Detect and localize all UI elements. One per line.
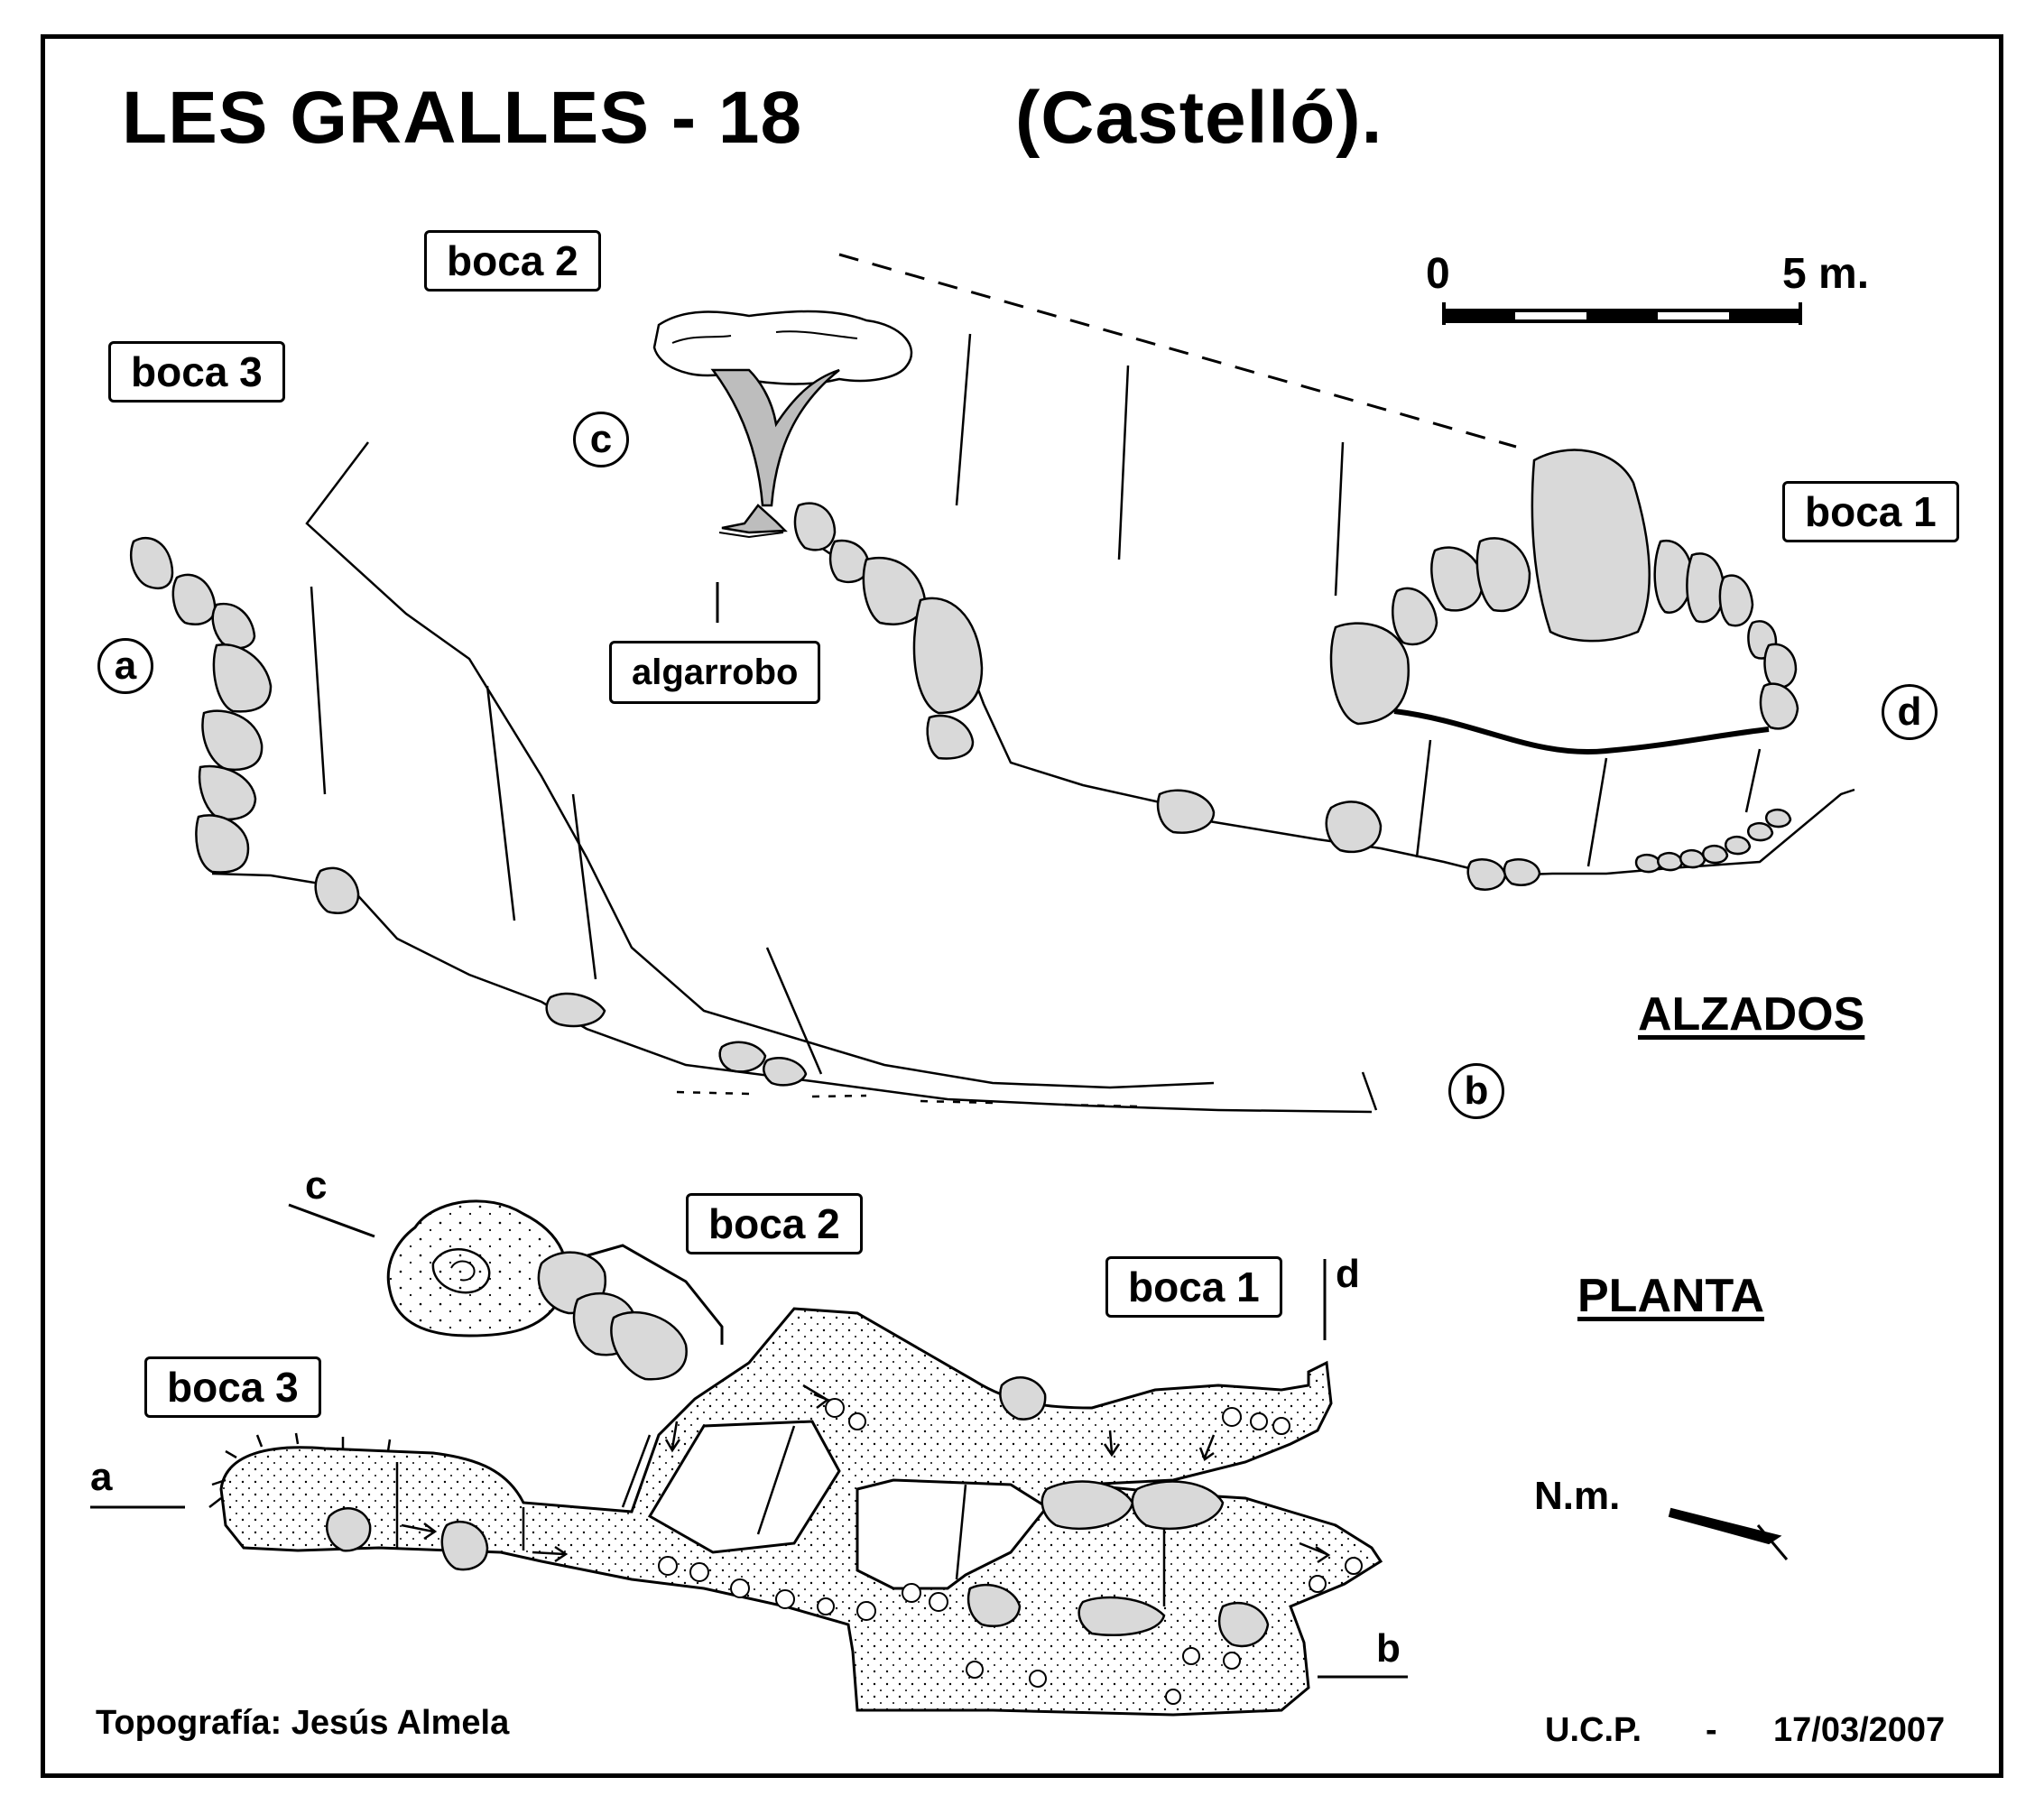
alzados-boca-2-label: boca 2: [424, 230, 601, 292]
planta-cut-c: c: [305, 1163, 328, 1208]
north-label: N.m.: [1534, 1474, 1621, 1518]
survey-date: 17/03/2007: [1773, 1711, 1946, 1749]
planta-cut-b: b: [1376, 1626, 1401, 1671]
map-region: (Castelló).: [1015, 77, 1383, 159]
planta-boca-3-label: boca 3: [144, 1356, 321, 1418]
point-b-marker: b: [1448, 1063, 1504, 1119]
planta-boca-2-label: boca 2: [686, 1193, 863, 1254]
scale-bar: [1442, 302, 1802, 325]
plan-section: [90, 1199, 1789, 1717]
scale-end-label: 5 m.: [1782, 250, 1870, 298]
author-credit: Topografía: Jesús Almela: [96, 1704, 510, 1742]
scale-start-label: 0: [1426, 250, 1450, 298]
point-a-marker: a: [97, 638, 153, 694]
map-frame: [41, 34, 2003, 1778]
tree-label: algarrobo: [609, 641, 821, 704]
planta-heading: PLANTA: [1577, 1270, 1765, 1322]
planta-boca-1-label: boca 1: [1105, 1256, 1282, 1318]
group-name: U.C.P.: [1545, 1711, 1642, 1749]
alzados-boca-3-label: boca 3: [108, 341, 285, 403]
alzados-boca-1-label: boca 1: [1782, 481, 1959, 542]
carob-tree-icon: [652, 310, 913, 623]
footer-separator: -: [1706, 1711, 1717, 1749]
point-d-marker: d: [1882, 684, 1938, 740]
alzados-heading: ALZADOS: [1638, 988, 1865, 1041]
planta-cut-a: a: [90, 1455, 113, 1499]
north-arrow-icon: [1668, 1507, 1789, 1560]
planta-cut-d: d: [1336, 1252, 1360, 1296]
map-title: LES GRALLES - 18: [122, 77, 803, 159]
point-c-marker: c: [573, 412, 629, 467]
elevation-section: [129, 253, 1855, 1114]
